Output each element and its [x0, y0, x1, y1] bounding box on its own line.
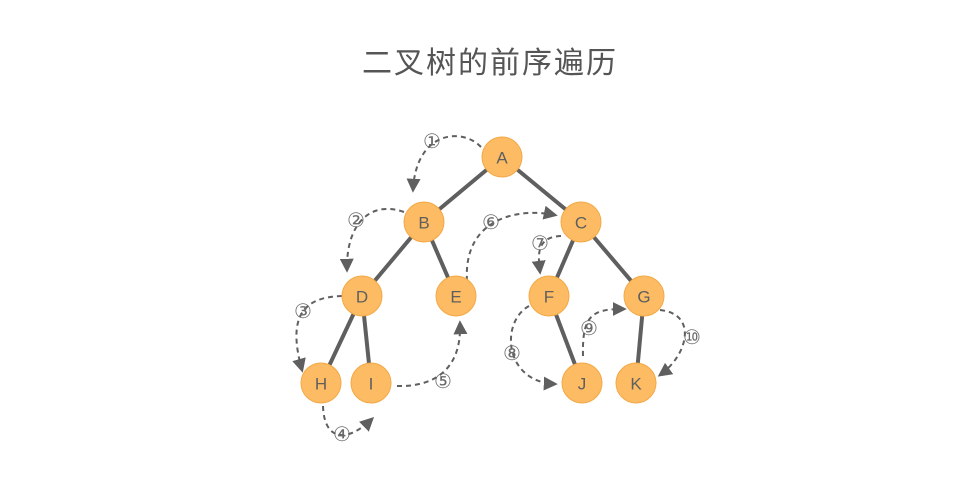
step-label-3: ③: [294, 299, 312, 323]
step-label-4: ④: [333, 422, 351, 446]
step-labels-layer: ① ② ③ ④ ⑤ ⑥ ⑦ ⑧ ⑨ ⑩: [294, 129, 701, 446]
traversal-arrows-layer: [292, 135, 686, 437]
node-label: D: [356, 288, 368, 307]
traversal-arrow-5: [396, 320, 468, 388]
tree-node-k: K: [615, 362, 657, 404]
tree-node-d: D: [341, 275, 383, 317]
tree-node-j: J: [561, 362, 603, 404]
node-circle: [341, 275, 383, 317]
tree-node-i: I: [350, 362, 392, 404]
node-circle: [403, 201, 445, 243]
node-circle: [615, 362, 657, 404]
nodes-layer: A B C D E F G H I J K: [300, 136, 665, 404]
node-label: E: [450, 288, 461, 307]
node-label: B: [418, 214, 429, 233]
node-circle: [350, 362, 392, 404]
node-circle: [300, 362, 342, 404]
node-label: A: [496, 149, 508, 168]
edges-layer: [319, 155, 646, 384]
diagram-title: 二叉树的前序遍历: [362, 46, 618, 81]
traversal-arrow-10: [657, 309, 686, 377]
step-label-5: ⑤: [434, 369, 452, 393]
node-circle: [435, 275, 477, 317]
tree-node-c: C: [560, 201, 602, 243]
step-label-7: ⑦: [531, 231, 549, 255]
traversal-arrow-4: [322, 405, 375, 437]
step-label-9: ⑨: [580, 316, 598, 340]
node-circle: [560, 201, 602, 243]
tree-node-f: F: [528, 275, 570, 317]
traversal-arrow-8: [509, 305, 558, 391]
traversal-arrow-1: [406, 135, 482, 193]
node-label: J: [578, 375, 587, 394]
traversal-arrow-3: [292, 295, 343, 373]
tree-node-e: E: [435, 275, 477, 317]
step-label-6: ⑥: [482, 210, 500, 234]
step-label-1: ①: [423, 129, 441, 153]
tree-node-h: H: [300, 362, 342, 404]
node-circle: [528, 275, 570, 317]
traversal-arrow-7: [531, 235, 562, 275]
node-label: K: [630, 375, 642, 394]
traversal-arrow-2: [339, 207, 405, 273]
traversal-arrow-6: [465, 205, 558, 282]
node-circle: [481, 136, 523, 178]
node-label: F: [544, 288, 554, 307]
node-circle: [561, 362, 603, 404]
step-label-10: ⑩: [683, 325, 701, 349]
tree-node-a: A: [481, 136, 523, 178]
traversal-arrow-9: [581, 302, 627, 357]
node-label: H: [315, 375, 327, 394]
tree-node-g: G: [623, 275, 665, 317]
step-label-8: ⑧: [503, 341, 521, 365]
node-label: G: [637, 288, 650, 307]
node-circle: [623, 275, 665, 317]
node-label: C: [575, 214, 587, 233]
node-label: I: [369, 375, 374, 394]
step-label-2: ②: [347, 208, 365, 232]
tree-node-b: B: [403, 201, 445, 243]
